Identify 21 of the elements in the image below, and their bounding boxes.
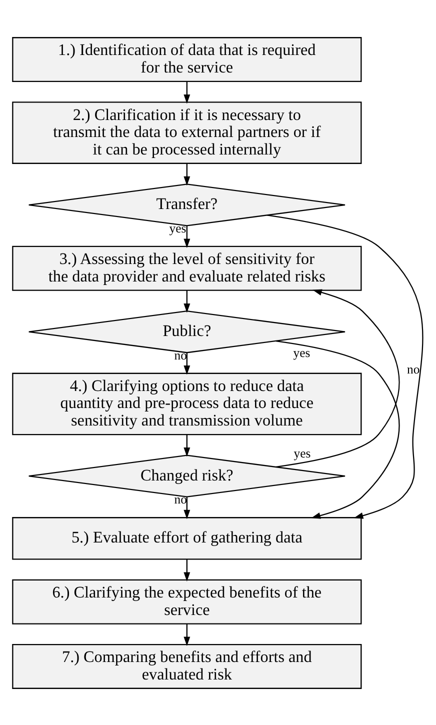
- arrow: [184, 290, 190, 312]
- node-box: 5.) Evaluate effort of gathering data: [12, 516, 362, 560]
- arrow: [184, 496, 190, 519]
- node-box: 6.) Clarifying the expected benefits of the service: [12, 578, 362, 624]
- node-box: 1.) Identification of data that is required for the service: [12, 36, 362, 82]
- arrow: [184, 558, 190, 582]
- arrow: [184, 624, 190, 646]
- arrow: [267, 214, 424, 518]
- node-box: 2.) Clarification if it is necessary to transmit the data to external partners or if it can be processed internally: [12, 101, 362, 164]
- edge-label: no: [407, 362, 420, 376]
- arrow: [184, 163, 190, 186]
- arrow: [276, 340, 400, 518]
- arrow: [276, 288, 400, 467]
- arrow: [184, 352, 190, 374]
- node-box: 3.) Assessing the level of sensitivity for the data provider and evaluate related risks: [12, 245, 362, 290]
- node-diamond: Transfer?: [28, 183, 346, 226]
- arrow: [184, 225, 190, 248]
- arrow: [184, 81, 190, 104]
- node-box: 4.) Clarifying options to reduce data quantity and pre-process data to reduce sensitivity and transmission volume: [12, 372, 362, 435]
- arrow: [184, 434, 190, 456]
- node-box: 7.) Comparing benefits and efforts and evaluated risk: [12, 643, 362, 688]
